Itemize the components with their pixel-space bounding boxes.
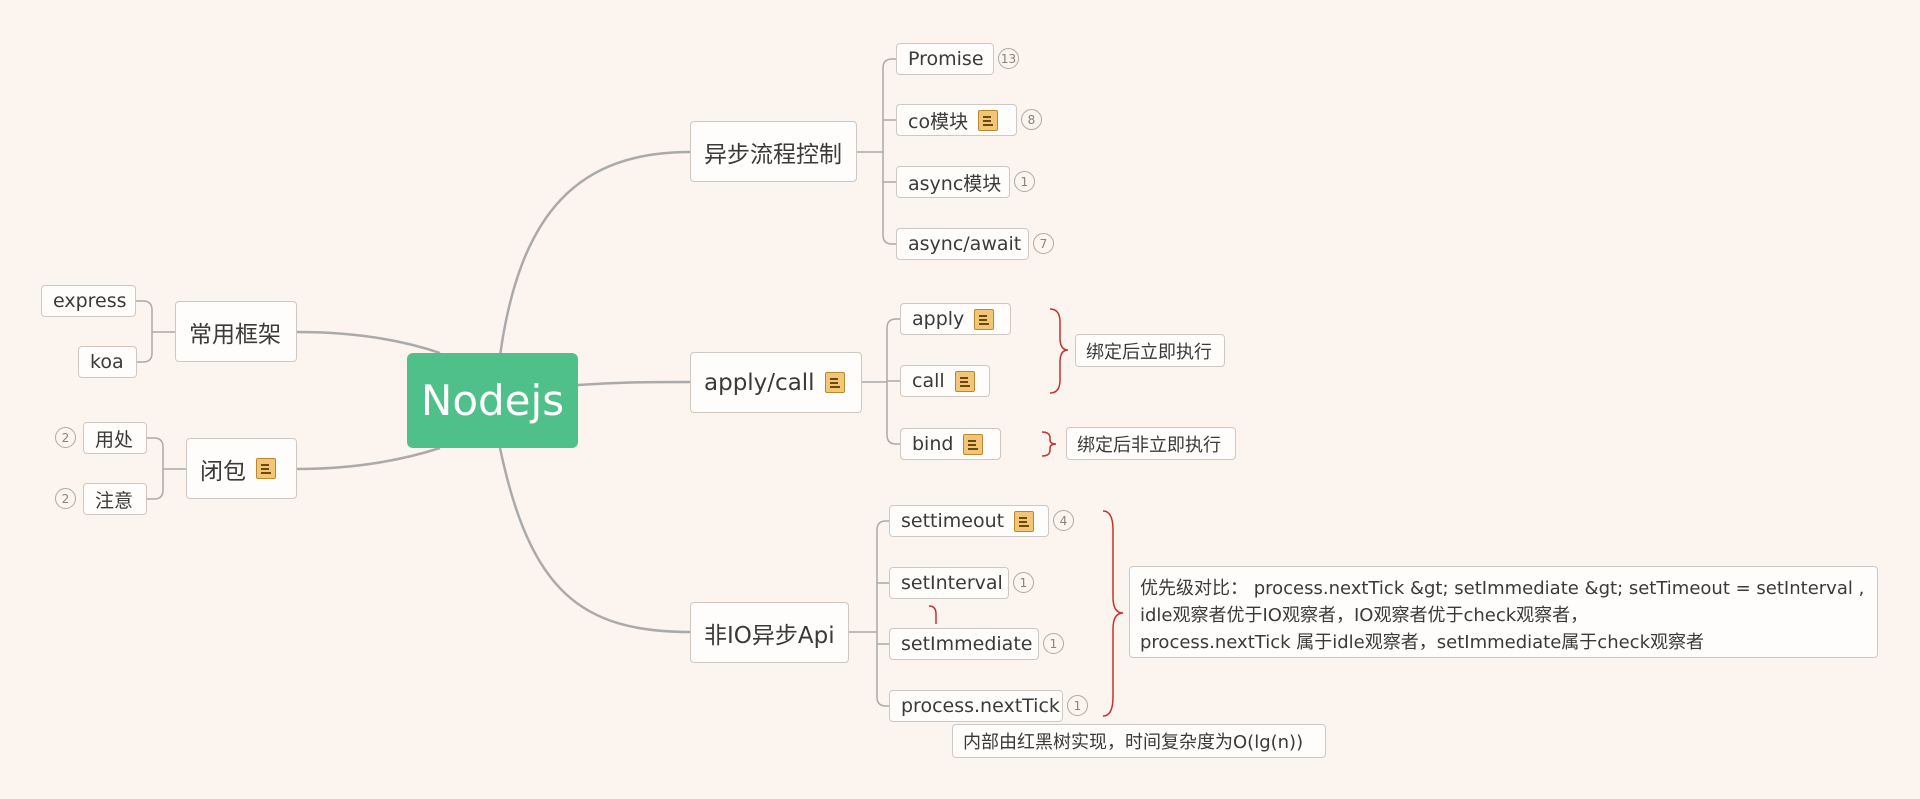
summary-line: 优先级对比： process.nextTick &gt; setImmediat…	[1140, 578, 1865, 599]
count-badge[interactable]: 13	[998, 48, 1019, 69]
count-badge[interactable]: 1	[1013, 572, 1034, 593]
leaf-setimmediate[interactable]: setImmediate	[889, 628, 1039, 660]
topic-frameworks[interactable]: 常用框架	[175, 301, 297, 362]
note-icon[interactable]	[963, 433, 984, 455]
badge-count: 8	[1027, 112, 1036, 127]
leaf-label: Promise	[908, 48, 984, 70]
summary-line: idle观察者优于IO观察者，IO观察者优于check观察者，	[1140, 605, 1589, 626]
leaf-async-module[interactable]: async模块	[896, 166, 1010, 198]
leaf-bind[interactable]: bind	[900, 428, 1001, 460]
summary-brace-not-immediate	[1041, 431, 1057, 457]
count-badge[interactable]: 2	[55, 488, 76, 509]
leaf-caution[interactable]: 注意	[83, 483, 147, 515]
leaf-label: apply	[912, 308, 965, 330]
badge-count: 2	[61, 491, 70, 506]
root-label: Nodejs	[420, 376, 565, 425]
leaf-setinterval[interactable]: setInterval	[889, 567, 1009, 599]
topic-apply-call[interactable]: apply/call	[690, 352, 862, 413]
badge-count: 7	[1039, 236, 1048, 251]
count-badge[interactable]: 7	[1033, 233, 1054, 254]
leaf-label: call	[912, 370, 945, 392]
leaf-label: co模块	[908, 110, 969, 133]
note-icon[interactable]	[1014, 510, 1035, 532]
summary-brace-immediate	[1049, 308, 1069, 394]
leaf-label: 用处	[95, 428, 134, 451]
topic-closure[interactable]: 闭包	[186, 438, 297, 499]
badge-count: 13	[1000, 51, 1017, 66]
link-root-non-io	[498, 447, 691, 634]
count-badge[interactable]: 4	[1053, 510, 1074, 531]
leaf-promise[interactable]: Promise	[896, 43, 994, 75]
leaf-label: setImmediate	[901, 633, 1033, 655]
summary-line: process.nextTick 属于idle观察者，setImmediate属…	[1140, 632, 1705, 653]
leaf-label: async模块	[908, 172, 1002, 195]
link-root-closure	[296, 446, 441, 471]
topic-label: 异步流程控制	[704, 141, 842, 168]
topic-non-io-api[interactable]: 非IO异步Api	[690, 602, 849, 663]
note-icon[interactable]	[954, 370, 975, 392]
link-root-async-flow	[498, 150, 691, 357]
topic-label: 非IO异步Api	[704, 622, 835, 649]
count-badge[interactable]: 1	[1043, 633, 1064, 654]
link-root-apply-call	[577, 380, 691, 387]
summary-priority[interactable]: 优先级对比： process.nextTick &gt; setImmediat…	[1129, 566, 1878, 658]
topic-label: 常用框架	[189, 321, 281, 348]
summary-immediate[interactable]: 绑定后立即执行	[1075, 334, 1225, 367]
callout-red-black-tree[interactable]: 内部由红黑树实现，时间复杂度为O(lg(n))	[952, 724, 1326, 758]
leaf-call[interactable]: call	[900, 365, 990, 397]
badge-count: 1	[1073, 698, 1082, 713]
leaf-async-await[interactable]: async/await	[896, 228, 1029, 260]
topic-async-flow[interactable]: 异步流程控制	[690, 121, 857, 182]
note-icon[interactable]	[256, 458, 276, 479]
leaf-label: express	[53, 290, 127, 312]
topic-label: 闭包	[200, 458, 246, 485]
topic-label: apply/call	[704, 369, 815, 396]
summary-text: 绑定后非立即执行	[1077, 434, 1221, 456]
leaf-apply[interactable]: apply	[900, 303, 1011, 335]
leaf-label: settimeout	[901, 510, 1005, 532]
badge-count: 2	[61, 430, 70, 445]
note-icon[interactable]	[974, 308, 995, 330]
badge-count: 1	[1019, 575, 1028, 590]
leaf-label: process.nextTick	[901, 695, 1060, 717]
leaf-label: async/await	[908, 233, 1022, 255]
leaf-usage[interactable]: 用处	[83, 422, 147, 454]
leaf-process-nexttick[interactable]: process.nextTick	[889, 690, 1063, 722]
leaf-label: setInterval	[901, 572, 1003, 594]
callout-link-setimmediate	[928, 605, 937, 624]
note-icon[interactable]	[824, 372, 845, 393]
count-badge[interactable]: 1	[1014, 171, 1035, 192]
badge-count: 1	[1049, 636, 1058, 651]
leaf-settimeout[interactable]: settimeout	[889, 505, 1049, 537]
leaf-express[interactable]: express	[41, 285, 136, 317]
root-node-nodejs[interactable]: Nodejs	[407, 353, 578, 448]
leaf-co-module[interactable]: co模块	[896, 104, 1017, 136]
leaf-label: koa	[90, 351, 124, 373]
count-badge[interactable]: 8	[1021, 109, 1042, 130]
leaf-label: bind	[912, 433, 954, 455]
callout-text: 内部由红黑树实现，时间复杂度为O(lg(n))	[963, 732, 1304, 753]
summary-text: 绑定后立即执行	[1086, 341, 1212, 363]
link-root-frameworks	[296, 330, 441, 355]
badge-count: 1	[1020, 174, 1029, 189]
count-badge[interactable]: 2	[55, 427, 76, 448]
count-badge[interactable]: 1	[1067, 695, 1088, 716]
badge-count: 4	[1059, 513, 1068, 528]
note-icon[interactable]	[978, 109, 999, 131]
summary-not-immediate[interactable]: 绑定后非立即执行	[1066, 427, 1236, 460]
summary-brace-priority	[1102, 510, 1124, 717]
leaf-koa[interactable]: koa	[78, 346, 137, 378]
leaf-label: 注意	[95, 489, 134, 512]
